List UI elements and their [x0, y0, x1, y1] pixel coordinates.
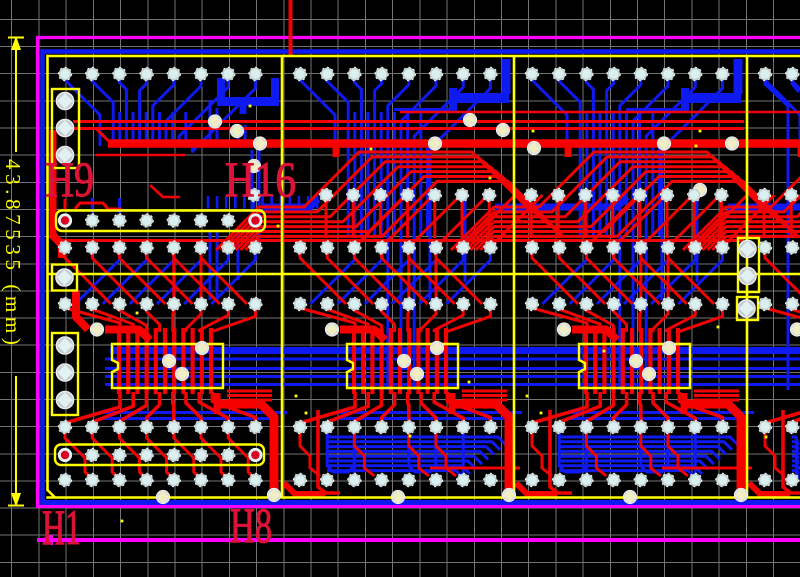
- svg-text:H16: H16: [225, 151, 296, 207]
- svg-text:H1: H1: [42, 499, 81, 555]
- svg-text:43.87535 (mm): 43.87535 (mm): [1, 159, 25, 349]
- svg-text:H8: H8: [230, 497, 272, 553]
- svg-text:H9: H9: [45, 151, 94, 207]
